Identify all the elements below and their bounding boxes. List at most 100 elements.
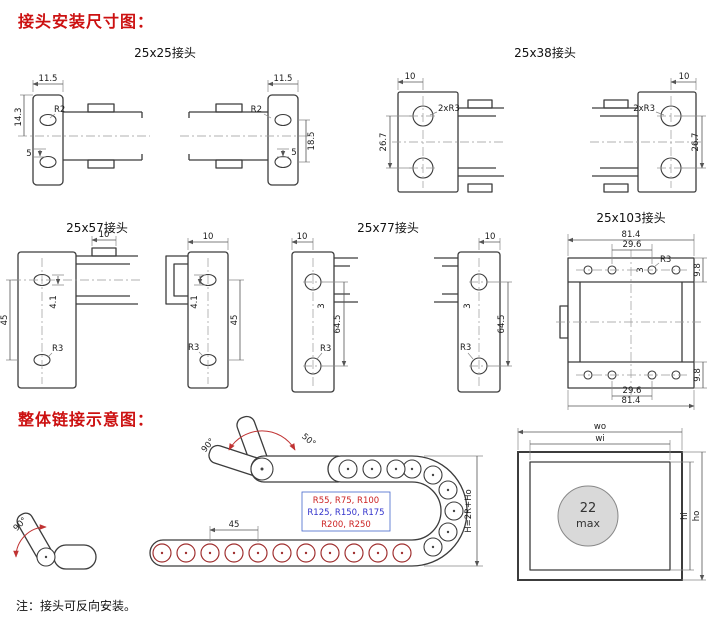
- pivot-center: [44, 555, 48, 559]
- label-25x38: 25x38接头: [514, 45, 576, 60]
- dim-label: 11.5: [274, 74, 293, 84]
- dim-label: 45: [0, 315, 10, 326]
- dimension-lines: [568, 240, 704, 406]
- swing-arc: [13, 524, 47, 558]
- dimension-lines: [9, 240, 116, 360]
- arm-outline: [458, 107, 504, 177]
- dim-label: 10: [405, 72, 416, 82]
- dimension-lines: [390, 82, 423, 168]
- radii-box: [301, 491, 391, 532]
- dim-label: 10: [99, 230, 110, 240]
- chain-rollers-bottom: [152, 543, 412, 563]
- dim-label: 3: [636, 267, 646, 272]
- tab: [91, 247, 117, 257]
- slot-hole: [274, 155, 292, 169]
- dim-label: 4.1: [49, 295, 59, 309]
- label-25x25: 25x25接头: [134, 45, 196, 60]
- dim-label: 10: [679, 72, 690, 82]
- radii-line: R125, R150, R175: [307, 508, 384, 518]
- tab: [467, 183, 493, 193]
- section-title-connectors: 接头安装尺寸图：: [18, 12, 155, 31]
- label-25x103: 25x103接头: [596, 210, 665, 225]
- dim-label: 10: [485, 232, 496, 242]
- view-25x77-right: 10 3 64.5 R3: [434, 232, 512, 393]
- dim-label: R3: [660, 255, 671, 265]
- dim-label: 81.4: [622, 396, 641, 406]
- dimension-lines: [479, 242, 508, 366]
- angle-label: 50°: [299, 432, 317, 449]
- end-link-detail: 90°: [12, 512, 97, 570]
- slot-hole: [39, 155, 57, 169]
- dim-label: 18.5: [307, 132, 317, 151]
- tab: [215, 159, 243, 169]
- label-25x57: 25x57接头: [66, 220, 128, 235]
- tab: [215, 103, 243, 113]
- pitch-label: 45: [229, 520, 240, 530]
- slot-hole: [274, 113, 292, 127]
- arm-outline: [63, 111, 143, 161]
- dimension-lines: [188, 242, 241, 360]
- dimension-lines: [518, 432, 702, 580]
- arm-outline: [592, 107, 638, 177]
- chain-rollers-top: [338, 459, 406, 479]
- dim-label: 26.7: [379, 133, 389, 152]
- tab: [87, 159, 115, 169]
- dim-label: 5: [26, 149, 31, 159]
- radii-line: R55, R75, R100: [313, 496, 379, 506]
- view-25x57-left: 10 45 4.1 R3: [0, 230, 142, 389]
- dim-label: 3: [463, 303, 473, 308]
- dim-label: R2: [54, 105, 65, 115]
- dim-label: R3: [460, 343, 471, 353]
- arm-outline: [188, 111, 268, 161]
- dim-label: 45: [230, 315, 240, 326]
- dimension-lines: [268, 84, 307, 162]
- clip-bracket: [165, 255, 188, 305]
- dim-label: 10: [297, 232, 308, 242]
- view-25x25-left: 11.5 14.3 R2 5: [14, 74, 150, 186]
- dim-label: 10: [203, 232, 214, 242]
- section-title-chain: 整体链接示意图：: [18, 410, 155, 429]
- view-25x38-left: 10 2xR3 26.7: [379, 72, 506, 193]
- dim-label: 14.3: [14, 108, 24, 127]
- radii-line: R200, R250: [321, 520, 371, 530]
- height-formula-label: H=2R+Ho: [464, 489, 474, 533]
- dim-label: R3: [188, 343, 199, 353]
- link-plate: [53, 544, 97, 570]
- dim-label: wo: [594, 422, 606, 432]
- bore-unit: max: [576, 517, 600, 530]
- dim-label: 11.5: [39, 74, 58, 84]
- cable-bore: [557, 485, 619, 547]
- pivot-center: [260, 467, 264, 471]
- arm-outline: [76, 255, 138, 305]
- dimension-lines: [210, 456, 477, 566]
- dim-label: R3: [52, 344, 63, 354]
- centerline: [392, 96, 506, 188]
- view-25x38-right: 10 2xR3 26.7: [590, 72, 706, 193]
- dimension-lines: [23, 84, 63, 156]
- clip-bracket: [434, 257, 458, 303]
- dim-label: 29.6: [623, 386, 642, 396]
- dim-label: 2xR3: [438, 104, 460, 114]
- dim-label: 26.7: [691, 133, 701, 152]
- tab: [603, 99, 629, 109]
- dim-label: 2xR3: [633, 104, 655, 114]
- slot-hole: [39, 113, 57, 127]
- dim-label: wi: [595, 434, 604, 444]
- dimension-lines: [671, 82, 702, 168]
- dim-label: 4.1: [190, 295, 200, 309]
- swing-arc: [228, 430, 296, 451]
- dim-label: ho: [692, 511, 702, 522]
- view-25x103: 81.4 29.6 3 R3 9.8 9.8 29.6 81.4: [556, 230, 707, 410]
- cross-section-view: 22 max wo wi hi ho: [518, 422, 706, 580]
- bore-value: 22: [580, 501, 597, 516]
- bracket-plate: [267, 94, 299, 186]
- dim-label: 64.5: [333, 315, 343, 334]
- dim-label: 64.5: [497, 315, 507, 334]
- view-25x77-left: 10 3 64.5 R3: [292, 232, 358, 393]
- dim-label: 29.6: [623, 240, 642, 250]
- label-25x77: 25x77接头: [357, 220, 419, 235]
- tab: [603, 183, 629, 193]
- chain-schematic: 90° 50° 90° 45 H=2R+Ho R55, R75, R100 R1…: [12, 415, 483, 570]
- dim-label: 9.8: [693, 368, 703, 382]
